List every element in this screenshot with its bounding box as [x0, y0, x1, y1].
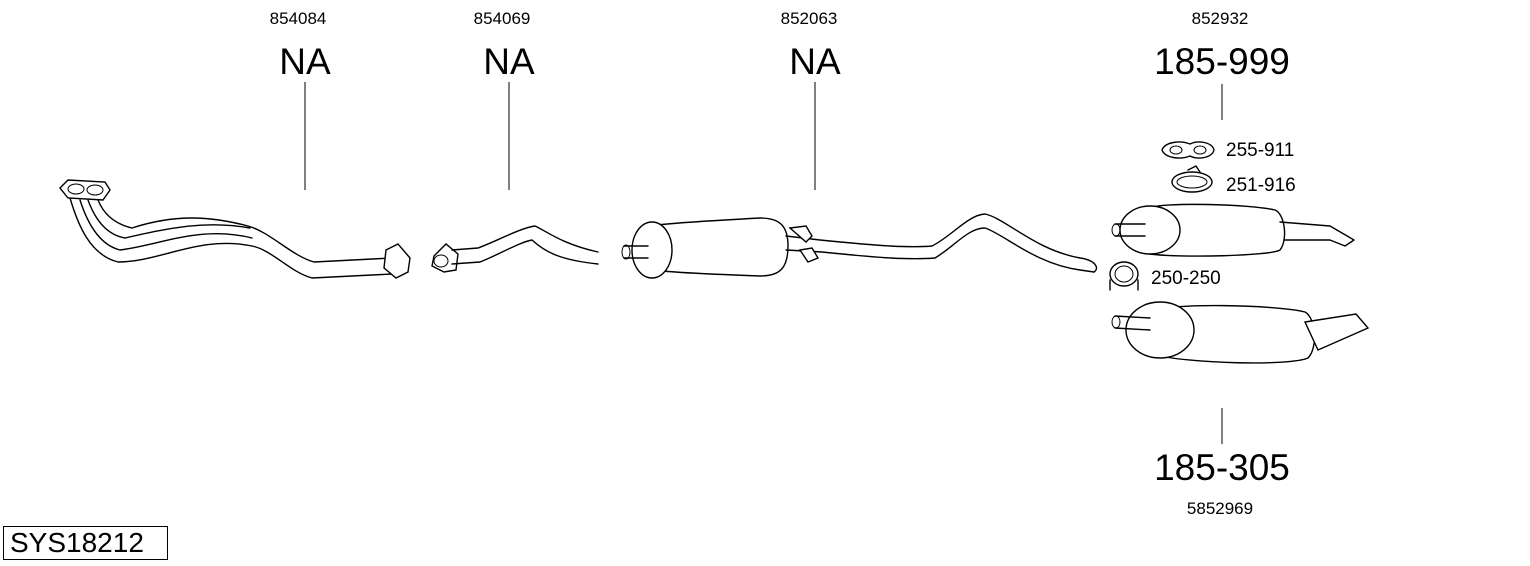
clamp-ring-icon: [1171, 165, 1213, 193]
part-4-number: 185-999: [1154, 41, 1290, 82]
rear-silencer-1-inlet: [1114, 223, 1146, 237]
rear-silencer-2-drawing: [1111, 301, 1370, 364]
flange-hole-1: [67, 183, 85, 195]
intermediate-pipe-opening: [433, 254, 449, 268]
center-silencer-drawing: [621, 213, 1098, 279]
center-pipe-upper: [785, 213, 1098, 273]
part-5-number: 185-305: [1154, 447, 1290, 488]
rear-silencer-1-end-cap: [1119, 205, 1181, 255]
front-pipe-upper-tube: [97, 199, 393, 263]
rear-silencer-1-inlet-opening: [1111, 223, 1121, 237]
rear-silencer-2-tailpipe: [1303, 313, 1370, 351]
front-pipe-inner-tube-1: [79, 199, 253, 251]
part-3-oe-number: 852063: [781, 9, 838, 28]
gasket-icon: [1161, 141, 1215, 159]
u-clamp-icon: [1109, 261, 1139, 291]
rear-silencer-2-inlet-opening: [1111, 315, 1121, 329]
accessory-1-number: 255-911: [1226, 140, 1294, 161]
rear-silencer-2-end-cap: [1125, 301, 1195, 359]
intermediate-pipe-drawing: [431, 225, 599, 273]
intermediate-pipe-flange: [431, 243, 459, 273]
part-1-number: NA: [279, 41, 331, 82]
part-4-oe-number: 852932: [1192, 9, 1249, 28]
system-id-box: SYS18212: [3, 526, 168, 560]
front-pipe-drawing: [59, 179, 411, 279]
part-2-oe-number: 854069: [474, 9, 531, 28]
rear-silencer-1-drawing: [1111, 203, 1355, 257]
rear-silencer-1-tailpipe: [1279, 221, 1355, 247]
intermediate-pipe-lower: [451, 239, 599, 265]
front-pipe-lower-tube: [69, 197, 393, 279]
part-5-oe-number: 5852969: [1187, 499, 1253, 518]
rear-silencer-1-body: [1149, 203, 1286, 257]
center-pipe-hanger-1: [788, 225, 813, 243]
part-1-oe-number: 854084: [270, 9, 327, 28]
front-pipe-end-flange: [383, 243, 411, 279]
center-pipe-hanger-2: [798, 247, 820, 263]
center-silencer-end-cap: [631, 221, 673, 279]
center-pipe-lower: [785, 227, 1095, 273]
front-pipe-inner-tube-2: [87, 199, 251, 239]
rear-silencer-2-inlet: [1114, 315, 1151, 331]
intermediate-pipe-upper: [451, 225, 599, 253]
part-2-number: NA: [483, 41, 535, 82]
accessory-2-number: 251-916: [1226, 175, 1296, 196]
accessory-3-number: 250-250: [1151, 268, 1221, 289]
flange-hole-2: [86, 184, 104, 196]
center-silencer-inlet-opening: [621, 244, 631, 260]
part-3-number: NA: [789, 41, 841, 82]
